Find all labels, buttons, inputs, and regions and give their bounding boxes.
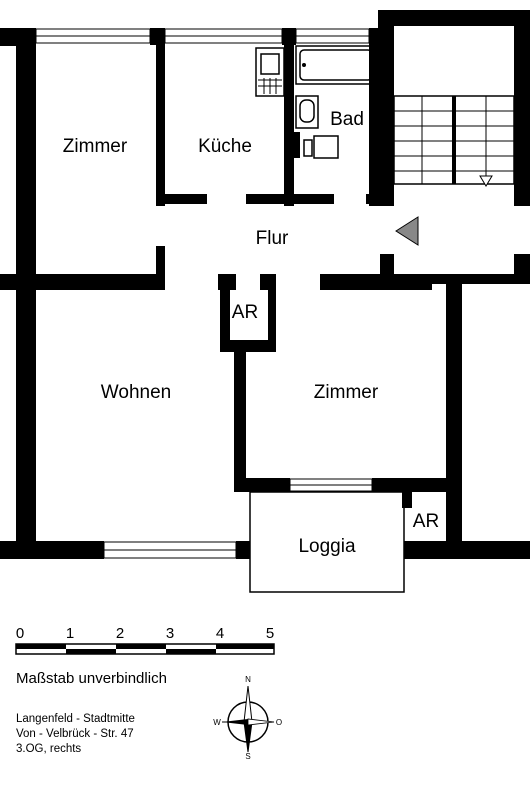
- scale-bar: 0 1 2 3 4 5 Maßstab unverbindlich: [15, 625, 275, 687]
- room-label-wohnen: Wohnen: [101, 382, 171, 403]
- wall-segment: [380, 254, 394, 274]
- scale-tick-label: 1: [66, 625, 74, 642]
- address-line: 3.OG, rechts: [16, 743, 81, 755]
- toilet: [295, 95, 319, 129]
- toilet-bowl: [299, 99, 315, 123]
- scale-tick-label: 3: [166, 625, 174, 642]
- wall-segment: [156, 28, 165, 206]
- wall-segment: [404, 541, 530, 559]
- wall-segment: [220, 274, 230, 352]
- windows: [35, 28, 373, 559]
- stair-arrow-icon: [479, 175, 493, 187]
- wall-segment: [268, 274, 276, 352]
- wall-segment: [16, 28, 36, 558]
- room-label-ar: AR: [232, 302, 258, 323]
- entrance-arrow-icon: [395, 216, 419, 246]
- wall-segment: [378, 10, 530, 26]
- wall-segment: [514, 254, 530, 274]
- loggia-outline: [249, 491, 405, 593]
- address-block: Langenfeld - Stadtmitte Von - Velbrück -…: [16, 713, 135, 755]
- washbasin-tap: [303, 139, 313, 157]
- kitchen-sink-basin: [260, 53, 280, 75]
- room-labels: Zimmer Küche Bad Flur AR Wohnen Zimmer L…: [63, 109, 439, 557]
- wall-segment: [514, 10, 530, 206]
- room-label-zimmer: Zimmer: [63, 136, 128, 157]
- room-label-bad: Bad: [330, 109, 364, 130]
- scale-tick-label: 5: [266, 625, 274, 642]
- wall-segment: [372, 478, 462, 492]
- staircase: [393, 95, 515, 246]
- wall-segment: [236, 541, 250, 559]
- room-label-kueche: Küche: [198, 136, 252, 157]
- compass-icon: N S W O: [213, 675, 282, 761]
- wall-segment: [234, 340, 246, 492]
- wall-segment: [165, 194, 207, 204]
- wall-segment: [156, 246, 165, 274]
- scale-tick-label: 0: [16, 625, 24, 642]
- wall-segment: [0, 274, 165, 290]
- wall-segment: [294, 194, 334, 204]
- fixtures: [255, 45, 377, 159]
- exterior-walls: [0, 10, 530, 559]
- wall-segment: [284, 28, 294, 206]
- wall-segment: [246, 194, 284, 204]
- scale-tick-label: 4: [216, 625, 224, 642]
- compass-east-label: O: [276, 718, 282, 727]
- room-label-flur: Flur: [256, 228, 289, 249]
- bathtub: [295, 45, 377, 85]
- wall-segment: [0, 541, 104, 559]
- kitchen-sink: [255, 47, 285, 97]
- wall-segment: [369, 28, 393, 206]
- scale-tick-label: 2: [116, 625, 124, 642]
- washbasin: [313, 135, 339, 159]
- address-line: Langenfeld - Stadtmitte: [16, 713, 135, 725]
- wall-segment: [430, 274, 530, 284]
- wall-segment: [0, 28, 16, 46]
- wall-segment: [288, 132, 300, 158]
- wall-segment: [234, 478, 290, 492]
- wall-segment: [446, 274, 462, 544]
- bathtub-inner: [299, 49, 373, 81]
- scale-note: Maßstab unverbindlich: [16, 670, 167, 687]
- wall-segment: [220, 340, 276, 352]
- wall-segment: [320, 274, 432, 290]
- compass-south-label: S: [245, 752, 250, 761]
- room-label-ar-2: AR: [413, 511, 439, 532]
- interior-walls: [0, 28, 530, 508]
- room-label-zimmer-2: Zimmer: [314, 382, 379, 403]
- wall-segment: [402, 492, 412, 508]
- wall-segment: [366, 194, 382, 204]
- room-label-loggia: Loggia: [298, 536, 355, 557]
- compass-north-label: N: [245, 675, 251, 684]
- compass-west-label: W: [213, 718, 221, 727]
- address-line: Von - Velbrück - Str. 47: [16, 728, 134, 740]
